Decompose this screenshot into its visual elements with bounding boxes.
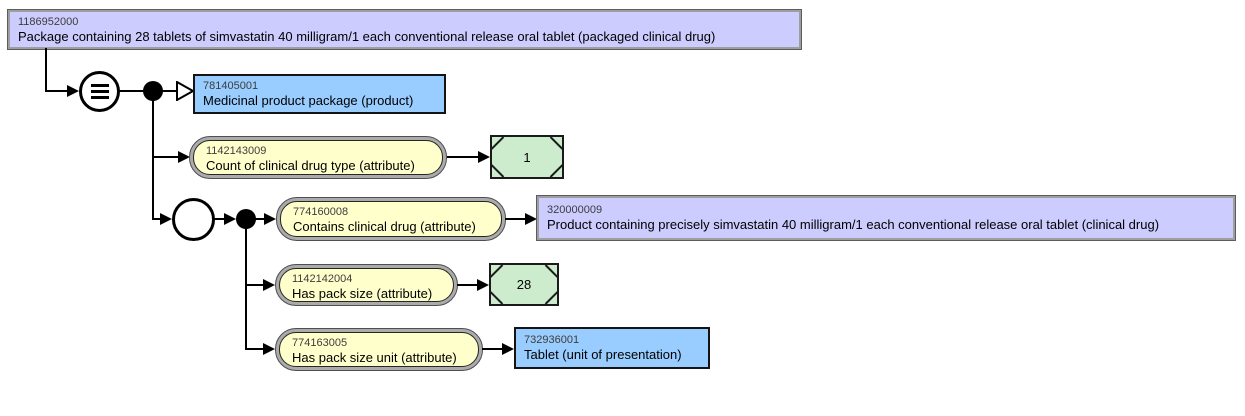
root-concept-id: 1186952000 [18, 16, 79, 28]
target-concept-term: Product containing precisely simvastatin… [547, 217, 1160, 232]
solid-arrow-icon [502, 343, 514, 355]
connector-line [245, 348, 264, 350]
concrete-value-box-pack-size: 28 [489, 263, 559, 306]
connector-line [255, 218, 265, 220]
solid-arrow-icon [263, 343, 275, 355]
connector-line [447, 156, 478, 158]
attribute-term: Has pack size unit (attribute) [292, 350, 457, 365]
equiv-bar [90, 84, 109, 87]
target-concept-box-tablet-unit: 732936001 Tablet (unit of presentation) [514, 327, 710, 369]
attribute-term: Count of clinical drug type (attribute) [206, 158, 415, 173]
solid-arrow-icon [178, 151, 190, 163]
octagon-corner [549, 164, 562, 177]
isa-concept-id: 781405001 [203, 80, 259, 92]
solid-arrow-icon [263, 279, 275, 291]
octagon-corner [491, 291, 504, 304]
solid-arrow-icon [264, 213, 276, 225]
isa-concept-box: 781405001 Medicinal product package (pro… [193, 74, 446, 114]
connector-line [152, 99, 154, 220]
target-concept-id: 732936001 [524, 334, 580, 346]
solid-arrow-icon [67, 85, 79, 97]
connector-line [214, 218, 225, 220]
attribute-id: 774163005 [292, 337, 348, 349]
target-concept-term: Tablet (unit of presentation) [524, 347, 682, 362]
attribute-id: 1142142004 [292, 273, 353, 285]
connector-line [245, 284, 264, 286]
octagon-corner [491, 265, 504, 278]
solid-arrow-icon [525, 213, 537, 225]
octagon-corner [544, 265, 557, 278]
conjunction-node [236, 209, 256, 229]
isa-arrow-icon [176, 81, 194, 101]
isa-concept-term: Medicinal product package (product) [203, 93, 414, 108]
attribute-box-count-of-clinical-drug-type: 1142143009 Count of clinical drug type (… [189, 136, 447, 179]
connector-line [457, 284, 477, 286]
root-concept-box: 1186952000 Package containing 28 tablets… [7, 9, 802, 50]
conjunction-node [143, 81, 163, 101]
connector-line [152, 156, 178, 158]
attribute-box-contains-clinical-drug: 774160008 Contains clinical drug (attrib… [276, 197, 506, 241]
attribute-box-has-pack-size-unit: 774163005 Has pack size unit (attribute) [275, 328, 483, 371]
equiv-bar [90, 90, 109, 93]
attribute-id: 1142143009 [206, 145, 267, 157]
target-concept-id: 320000009 [547, 204, 603, 216]
root-concept-term: Package containing 28 tablets of simvast… [18, 29, 716, 44]
connector-line [245, 227, 247, 350]
octagon-corner [492, 164, 505, 177]
solid-arrow-icon [224, 213, 236, 225]
solid-arrow-icon [477, 279, 489, 291]
connector-line [45, 48, 47, 92]
connector-line [119, 90, 144, 92]
connector-line [505, 218, 525, 220]
attribute-term: Has pack size (attribute) [292, 286, 433, 301]
connector-line [45, 90, 68, 92]
solid-arrow-icon [478, 151, 490, 163]
attribute-term: Contains clinical drug (attribute) [293, 219, 476, 234]
connector-line [162, 90, 177, 92]
concrete-value-pack-size: 28 [516, 277, 532, 292]
equiv-bar [90, 96, 109, 99]
role-group-node [172, 198, 215, 241]
octagon-corner [544, 291, 557, 304]
connector-line [482, 348, 502, 350]
equivalent-to-icon [79, 71, 120, 112]
connector-line [152, 218, 161, 220]
target-concept-box-clinical-drug: 320000009 Product containing precisely s… [536, 195, 1236, 241]
attribute-id: 774160008 [293, 206, 349, 218]
octagon-corner [549, 137, 562, 150]
concrete-value-count: 1 [523, 149, 531, 165]
concrete-value-box-count: 1 [490, 135, 564, 179]
octagon-corner [492, 137, 505, 150]
attribute-box-has-pack-size: 1142142004 Has pack size (attribute) [275, 264, 458, 306]
solid-arrow-icon [160, 213, 172, 225]
